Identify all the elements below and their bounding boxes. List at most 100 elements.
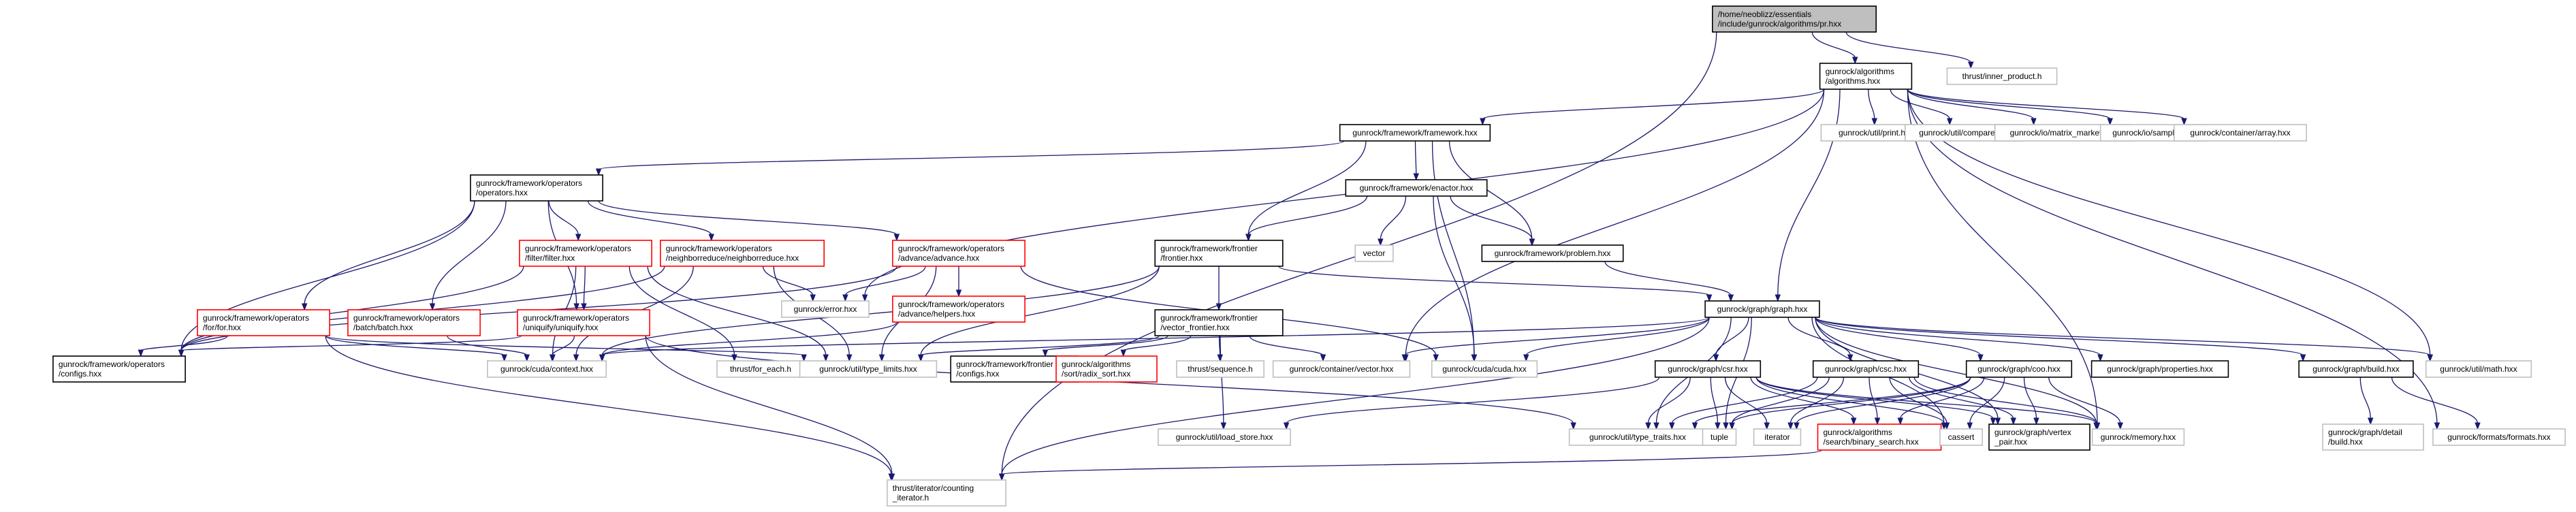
node-bsearch[interactable]: gunrock/algorithms/search/binary_search.…	[1817, 423, 1942, 451]
edge-arrowhead	[2031, 118, 2037, 126]
edge-line	[1909, 377, 2014, 419]
edge-arrowhead	[1471, 354, 1478, 362]
node-forop[interactable]: gunrock/framework/operators/for/for.hxx	[197, 309, 330, 336]
node-ops[interactable]: gunrock/framework/operators/operators.hx…	[470, 174, 603, 202]
edge-arrowhead	[823, 354, 829, 362]
edge-graph-to-cvector	[1401, 317, 1710, 362]
node-box	[519, 240, 652, 267]
edge-arrowhead	[524, 354, 530, 362]
node-vpair[interactable]: gunrock/graph/vertex_pair.hxx	[1988, 423, 2090, 451]
edge-arrowhead	[2475, 422, 2481, 430]
node-box	[1819, 63, 1913, 90]
edge-uniquify-to-opconfigs	[178, 335, 522, 357]
edge-coo-to-tuple	[1729, 377, 1971, 430]
node-box	[1272, 360, 1411, 378]
node-box	[1158, 428, 1291, 446]
node-problem[interactable]: gunrock/framework/problem.hxx	[1481, 244, 1624, 262]
edge-coo-to-bsearch	[1897, 377, 1985, 426]
node-fw[interactable]: gunrock/framework/framework.hxx	[1339, 124, 1491, 142]
edge-arrowhead	[575, 234, 582, 242]
node-box	[470, 174, 603, 202]
node-box	[1354, 244, 1394, 262]
edge-arrowhead	[1943, 422, 1950, 430]
edge-arrowhead	[595, 168, 602, 176]
edge-arrowhead	[1433, 354, 1439, 362]
node-box	[1154, 309, 1284, 336]
edge-line	[1286, 377, 1660, 424]
edge-uniquify-to-context	[549, 335, 575, 362]
node-nbr[interactable]: gunrock/framework/operators/neighborredu…	[659, 240, 825, 267]
node-props[interactable]: gunrock/graph/properties.hxx	[2090, 360, 2229, 378]
edge-arrowhead	[889, 473, 895, 481]
edge-alg-to-fw	[1480, 89, 1825, 126]
node-csc[interactable]: gunrock/graph/csc.hxx	[1812, 360, 1920, 378]
node-graph[interactable]: gunrock/graph/graph.hxx	[1704, 300, 1820, 318]
node-label: gunrock/formats/formats.hxx	[2447, 432, 2550, 442]
node-label: /operators.hxx	[476, 188, 528, 197]
node-coo[interactable]: gunrock/graph/coo.hxx	[1965, 360, 2073, 378]
edge-line	[1448, 140, 1533, 240]
edge-graph-to-csr	[1713, 317, 1749, 362]
edge-arrowhead	[1764, 422, 1770, 430]
node-label: gunrock/util/math.hxx	[2440, 364, 2517, 374]
node-label: gunrock/container/vector.hxx	[1290, 364, 1394, 374]
edge-line	[1811, 31, 1856, 59]
edge-line	[180, 335, 522, 351]
node-label: gunrock/framework/operators	[59, 359, 165, 369]
edge-line	[1796, 377, 1971, 424]
node-label: iterator	[1764, 432, 1790, 442]
node-csr[interactable]: gunrock/graph/csr.hxx	[1654, 360, 1762, 378]
edge-vfrontier-to-cvector	[1249, 335, 1326, 362]
node-box	[486, 360, 607, 378]
node-box	[1431, 360, 1538, 378]
node-box	[1345, 179, 1488, 197]
node-helpers[interactable]: gunrock/framework/operators/advance/help…	[892, 295, 1025, 323]
edge-arrowhead	[599, 354, 605, 362]
node-loadstore: gunrock/util/load_store.hxx	[1158, 428, 1291, 446]
edge-alg-to-sample	[1907, 89, 2113, 126]
edge-frontier-to-vfrontier	[1215, 266, 1222, 311]
edge-arrowhead	[1378, 238, 1384, 246]
node-radix[interactable]: gunrock/algorithms/sort/radix_sort.hxx	[1055, 355, 1158, 383]
node-vfrontier[interactable]: gunrock/framework/frontier/vector_fronti…	[1154, 309, 1284, 336]
edge-arrowhead	[1775, 294, 1781, 302]
edge-arrowhead	[2368, 417, 2374, 426]
edge-arrowhead	[1850, 417, 1857, 426]
edge-batch-to-context	[447, 335, 530, 362]
node-pr[interactable]: /home/neoblizz/essentials/include/gunroc…	[1712, 5, 1877, 33]
node-label: /neighborreduce/neighborreduce.hxx	[666, 253, 799, 263]
node-label: gunrock/graph/vertex	[1994, 428, 2071, 437]
edge-line	[1694, 377, 1971, 424]
node-box	[1712, 5, 1877, 33]
node-label: /configs.hxx	[956, 369, 999, 379]
node-label: /filter/filter.hxx	[525, 253, 575, 263]
node-enactor[interactable]: gunrock/framework/enactor.hxx	[1345, 179, 1488, 197]
edge-line	[140, 335, 228, 351]
node-batch[interactable]: gunrock/framework/operators/batch/batch.…	[347, 309, 481, 336]
node-advance[interactable]: gunrock/framework/operators/advance/adva…	[892, 240, 1025, 267]
node-frontier[interactable]: gunrock/framework/frontier/frontier.hxx	[1154, 240, 1284, 267]
edge-arrowhead	[2033, 417, 2039, 426]
edge-line	[2048, 377, 2121, 424]
edge-line	[1890, 89, 1950, 120]
node-cassert: cassert	[1939, 428, 1983, 446]
node-label: gunrock/util/type_traits.hxx	[1589, 432, 1686, 442]
edge-line	[1815, 317, 1982, 356]
edge-line	[180, 266, 524, 351]
node-alg[interactable]: gunrock/algorithms/algorithms.hxx	[1819, 63, 1913, 90]
node-build[interactable]: gunrock/graph/build.hxx	[2298, 360, 2414, 378]
node-label: /home/neoblizz/essentials	[1718, 10, 1811, 19]
node-context: gunrock/cuda/context.hxx	[486, 360, 607, 378]
node-cvector: gunrock/container/vector.hxx	[1272, 360, 1411, 378]
edge-line	[598, 140, 1345, 170]
node-opconfigs[interactable]: gunrock/framework/operators/configs.hxx	[52, 355, 186, 383]
node-iterator: iterator	[1753, 428, 1802, 446]
edge-advance-to-error	[842, 266, 926, 302]
node-box	[197, 309, 330, 336]
edge-arrowhead	[1977, 354, 1984, 362]
edge-coo-to-memory	[2048, 377, 2123, 430]
node-uniquify[interactable]: gunrock/framework/operators/uniquify/uni…	[517, 309, 650, 336]
edge-arrowhead	[842, 294, 848, 302]
edge-line	[598, 200, 897, 236]
node-filter[interactable]: gunrock/framework/operators/filter/filte…	[519, 240, 652, 267]
